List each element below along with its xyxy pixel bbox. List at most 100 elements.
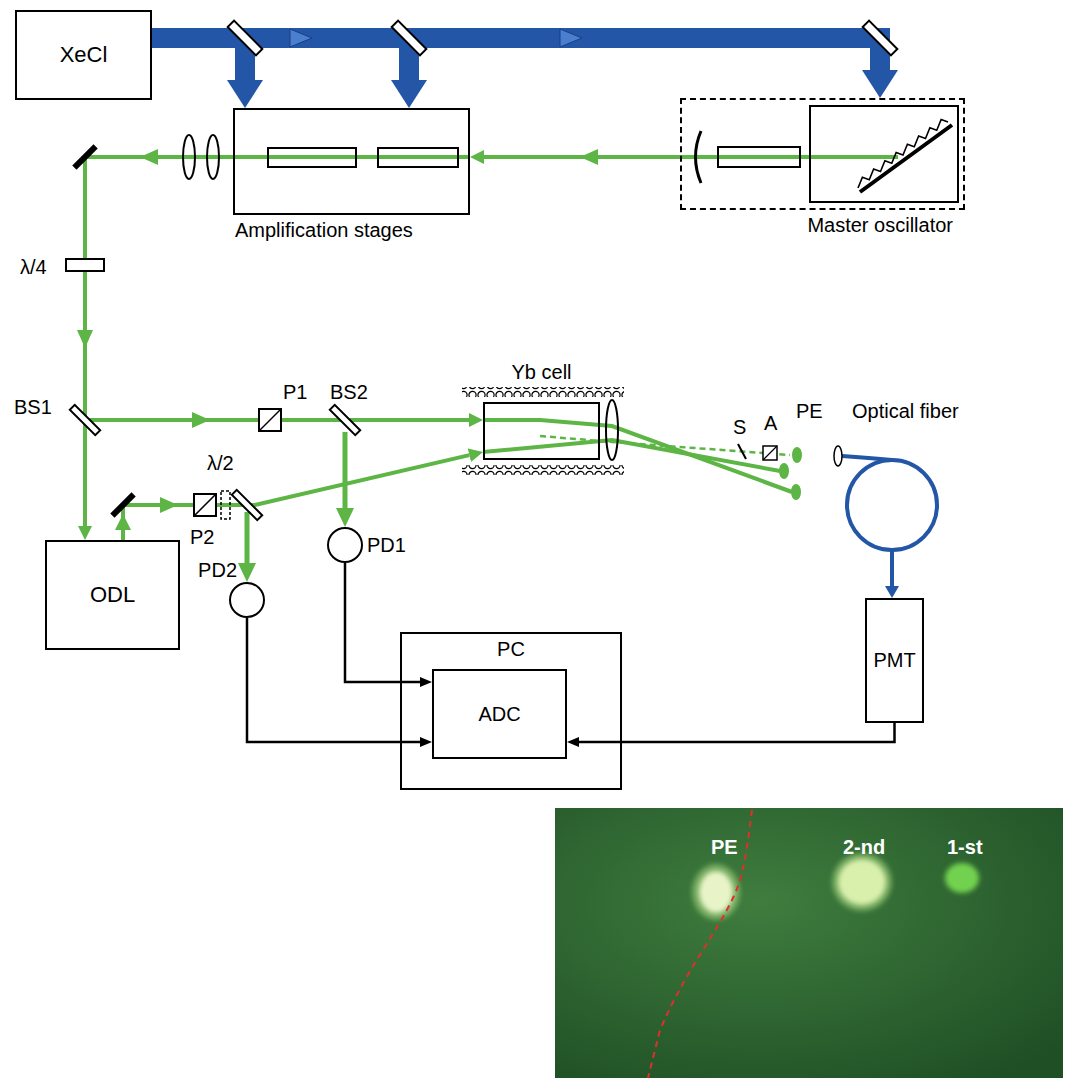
spot-label: 2-nd: [843, 836, 885, 859]
pmt-box: PMT: [865, 598, 924, 723]
pump-mirror: [392, 21, 427, 56]
pickoff-beam: [343, 432, 348, 510]
component-label: BS1: [14, 396, 52, 419]
photodiode: PD2: [229, 582, 265, 618]
slit: [738, 444, 746, 459]
amplifier-box: Amplification stages: [233, 108, 470, 215]
component-label: P2: [190, 526, 214, 549]
pickoff-arrowhead: [238, 563, 256, 582]
optical-fiber: [890, 550, 894, 588]
grating-housing: [810, 106, 958, 202]
component-label: λ/4: [20, 256, 47, 279]
pump-mirror: [228, 21, 263, 56]
component-label: A: [764, 412, 777, 435]
laser-beam: [85, 157, 469, 420]
node-label: PMT: [873, 649, 915, 672]
fiber-loop: [847, 460, 937, 550]
polarizer-diagonal: [259, 409, 281, 431]
component-label: Optical fiber: [852, 400, 959, 423]
laser-beam: [85, 157, 233, 526]
pump-beam: [152, 38, 880, 70]
beam-spot: [779, 463, 789, 479]
node-label: XeCl: [60, 42, 108, 67]
pump-mirror: [863, 21, 898, 56]
heater-coil: [462, 465, 624, 475]
photodiode: PD1: [327, 527, 363, 563]
direction-arrow: [115, 514, 131, 530]
beam-splitter: [330, 405, 360, 435]
pickoff-arrowhead: [336, 508, 354, 527]
quarter-wave-plate: [66, 259, 104, 271]
direction-arrow: [160, 497, 178, 513]
beam-spot: [791, 484, 801, 500]
analyzer-cube: [763, 446, 777, 460]
direction-arrow: [290, 29, 312, 47]
spot-halo: [832, 853, 892, 911]
spot-label: 1-st: [947, 836, 983, 859]
spot-photograph: [555, 808, 1063, 1078]
dye-cell: [718, 147, 800, 167]
laser-box: XeCl: [15, 10, 152, 100]
component-label: λ/2: [207, 452, 234, 475]
beam-spot: [945, 863, 979, 893]
lens: [183, 135, 195, 179]
beam-splitter: [70, 405, 100, 435]
amplifier-cell: [378, 148, 458, 167]
pickoff-beam: [245, 512, 250, 565]
polarizer-cube: [194, 494, 216, 516]
oscillator-box: Master oscillator: [680, 98, 965, 210]
direction-arrow: [192, 412, 210, 428]
spot-halo: [692, 864, 740, 920]
laser-beam: [123, 455, 469, 540]
beam-splitter: [232, 490, 262, 520]
laser-beam: [680, 155, 898, 159]
computer-box: PC ADC: [400, 632, 622, 790]
diffraction-grating: [858, 120, 948, 188]
node-label: PD2: [198, 559, 237, 582]
node-label: Amplification stages: [235, 219, 413, 242]
beam-spot: [792, 447, 802, 463]
grating-base: [860, 125, 952, 192]
beam-spot: [838, 859, 886, 905]
echo-beam: [540, 436, 790, 455]
component-label: P1: [283, 381, 307, 404]
lens: [606, 400, 618, 460]
signal-wire: [579, 723, 895, 742]
node-label: PD1: [367, 534, 406, 557]
polarizer-diagonal: [194, 494, 216, 516]
node-label: ADC: [478, 703, 520, 726]
mirror: [110, 492, 135, 517]
lens: [207, 135, 219, 179]
heater-coil: [462, 387, 624, 397]
node-label: Yb cell: [511, 361, 571, 384]
cavity-mirror: [696, 131, 702, 183]
node-label: PC: [497, 638, 525, 661]
direction-arrow: [580, 149, 598, 165]
direction-arrow: [140, 149, 158, 165]
analyzer-diagonal: [763, 446, 777, 460]
polarizer-cube: [259, 409, 281, 431]
direction-arrow: [560, 29, 582, 47]
half-wave-plate: [221, 491, 230, 519]
component-label: S: [733, 416, 746, 439]
adc-box: ADC: [432, 669, 567, 759]
node-label: ODL: [90, 582, 135, 607]
amplifier-cell: [268, 148, 356, 167]
signal-wire: [247, 618, 420, 742]
mirror: [72, 144, 97, 169]
node-label: Master oscillator: [807, 214, 953, 237]
fiber-arrowhead: [885, 586, 899, 598]
boundary-curve: [648, 810, 752, 1078]
direction-arrow: [77, 330, 93, 348]
delay-line-box: ODL: [45, 540, 180, 650]
pump-arrowhead: [391, 80, 427, 108]
spot-label: PE: [711, 836, 738, 859]
fiber-lens: [834, 446, 842, 466]
signal-wire: [345, 563, 420, 682]
component-label: BS2: [330, 381, 368, 404]
cell-box: Yb cell: [483, 402, 600, 460]
